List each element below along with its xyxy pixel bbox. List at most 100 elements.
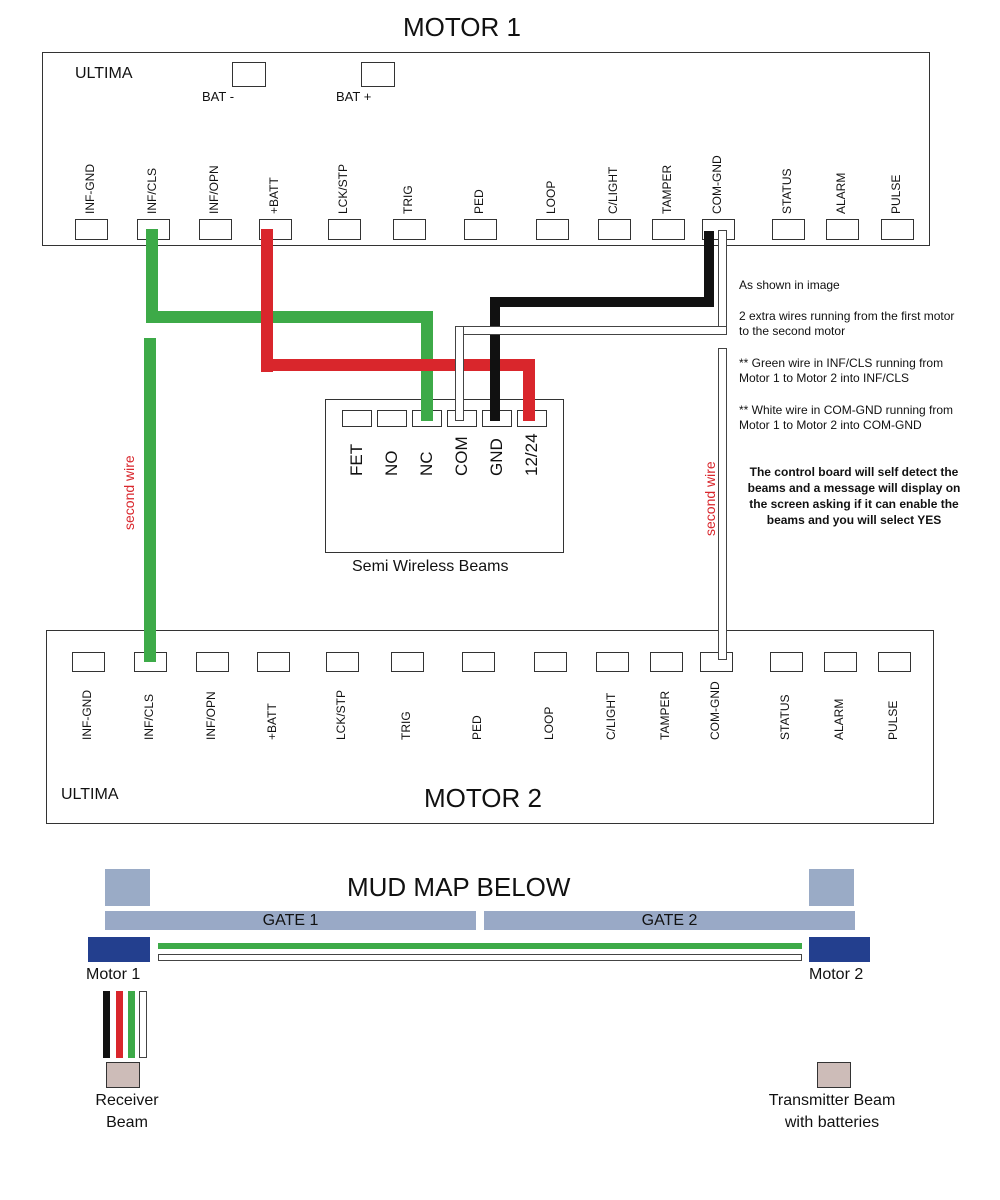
green-wire-horizontal bbox=[146, 311, 433, 323]
second-wire-label-left: second wire bbox=[121, 455, 137, 530]
mud-motor2-label: Motor 2 bbox=[809, 966, 864, 983]
red-wire-to-1224 bbox=[523, 359, 535, 421]
motor1-bat-neg-terminal bbox=[232, 62, 266, 87]
red-wire-horizontal bbox=[261, 359, 535, 371]
transmitter-beam-box bbox=[817, 1062, 851, 1088]
motor1-terminal-label-inf-cls: INF/CLS bbox=[145, 167, 159, 214]
beams-terminal-label-nc: NC bbox=[417, 451, 436, 476]
motor1-terminal-ped bbox=[464, 219, 497, 240]
beams-terminal-label-no: NO bbox=[382, 450, 401, 477]
motor2-terminal-label-loop: LOOP bbox=[542, 706, 556, 740]
beams-terminal-label-12-24: 12/24 bbox=[522, 433, 541, 476]
motor1-bat-pos-terminal bbox=[361, 62, 395, 87]
motor1-terminal-label-com-gnd: COM-GND bbox=[710, 155, 724, 214]
black-wire-m1-drop bbox=[704, 231, 714, 307]
motor2-terminal-alarm bbox=[824, 652, 857, 672]
motor2-terminal-com-gnd bbox=[700, 652, 733, 672]
mud-motor1-label: Motor 1 bbox=[86, 966, 141, 983]
black-wire-horizontal bbox=[490, 297, 714, 307]
note-as-shown: As shown in image bbox=[739, 278, 840, 292]
motor2-terminal-label-c-light: C/LIGHT bbox=[604, 692, 618, 740]
motor2-terminal-label-trig: TRIG bbox=[399, 711, 413, 740]
motor2-block bbox=[809, 937, 870, 962]
beams-terminal-label-com: COM bbox=[452, 436, 471, 476]
motor2-terminal-label-inf-gnd: INF-GND bbox=[80, 690, 94, 740]
motor1-block bbox=[88, 937, 150, 962]
motor1-terminal-label-ped: PED bbox=[472, 189, 486, 214]
receiver-cable-green bbox=[128, 991, 135, 1058]
gate-1: GATE 1 bbox=[105, 911, 476, 930]
motor2-terminal-lck-stp bbox=[326, 652, 359, 672]
motor2-terminal--batt bbox=[257, 652, 290, 672]
motor1-terminal-label-status: STATUS bbox=[780, 168, 794, 214]
motor1-terminal-label-inf-gnd: INF-GND bbox=[83, 164, 97, 214]
note-self-detect: The control board will self detect the b… bbox=[747, 465, 961, 527]
mud-white-cable bbox=[158, 954, 802, 961]
motor2-terminal-inf-gnd bbox=[72, 652, 105, 672]
motor2-terminal-inf-opn bbox=[196, 652, 229, 672]
beams-terminal-no bbox=[377, 410, 407, 427]
gate-post-right bbox=[809, 869, 854, 906]
motor1-terminal-trig bbox=[393, 219, 426, 240]
motor1-terminal-label-c-light: C/LIGHT bbox=[606, 166, 620, 214]
green-second-wire bbox=[144, 338, 156, 662]
motor1-terminal-loop bbox=[536, 219, 569, 240]
motor2-terminal-label--batt: +BATT bbox=[265, 703, 279, 740]
note-white-wire: ** White wire in COM-GND running from Mo… bbox=[739, 403, 954, 432]
motor1-terminal-alarm bbox=[826, 219, 859, 240]
motor2-terminal-label-tamper: TAMPER bbox=[658, 690, 672, 740]
motor1-terminal-label--batt: +BATT bbox=[267, 177, 281, 214]
gate-post-left bbox=[105, 869, 150, 906]
motor1-title: MOTOR 1 bbox=[403, 12, 521, 42]
mud-green-cable bbox=[158, 943, 802, 949]
motor2-terminal-label-lck-stp: LCK/STP bbox=[334, 689, 348, 740]
motor2-terminal-label-com-gnd: COM-GND bbox=[708, 681, 722, 740]
motor2-terminal-tamper bbox=[650, 652, 683, 672]
beams-terminal-label-fet: FET bbox=[347, 443, 366, 476]
motor2-brand: ULTIMA bbox=[61, 786, 119, 803]
motor2-terminal-label-status: STATUS bbox=[778, 694, 792, 740]
white-wire-to-com bbox=[455, 326, 464, 421]
motor2-terminal-label-inf-cls: INF/CLS bbox=[142, 693, 156, 740]
motor1-terminal-label-lck-stp: LCK/STP bbox=[336, 163, 350, 214]
motor2-terminal-ped bbox=[462, 652, 495, 672]
white-second-wire bbox=[718, 348, 727, 660]
white-wire-m1-drop bbox=[718, 230, 727, 333]
receiver-beam-box bbox=[106, 1062, 140, 1088]
motor1-bat-neg-label: BAT - bbox=[202, 89, 235, 104]
transmitter-beam-label: Transmitter Beam with batteries bbox=[768, 1092, 896, 1131]
mud-map-title: MUD MAP BELOW bbox=[347, 872, 571, 902]
motor1-terminal-lck-stp bbox=[328, 219, 361, 240]
motor1-board: ULTIMA bbox=[42, 52, 930, 246]
motor2-terminal-status bbox=[770, 652, 803, 672]
motor2-terminal-label-alarm: ALARM bbox=[832, 698, 846, 740]
motor1-terminal-status bbox=[772, 219, 805, 240]
receiver-beam-label: Receiver Beam bbox=[95, 1092, 159, 1131]
receiver-cable-red bbox=[116, 991, 123, 1058]
motor1-bat-pos-label: BAT + bbox=[336, 89, 372, 104]
motor2-terminal-c-light bbox=[596, 652, 629, 672]
note-extra-wires: 2 extra wires running from the first mot… bbox=[739, 309, 955, 338]
motor1-terminal-inf-opn bbox=[199, 219, 232, 240]
motor2-terminal-label-inf-opn: INF/OPN bbox=[204, 691, 218, 740]
white-wire-horizontal bbox=[455, 326, 727, 335]
motor2-terminal-loop bbox=[534, 652, 567, 672]
motor1-terminal-label-loop: LOOP bbox=[544, 180, 558, 214]
motor1-terminal-label-tamper: TAMPER bbox=[660, 164, 674, 214]
gate-2: GATE 2 bbox=[484, 911, 855, 930]
green-wire-m1-drop bbox=[146, 229, 158, 321]
motor1-terminal-label-inf-opn: INF/OPN bbox=[207, 165, 221, 214]
motor1-terminal-label-alarm: ALARM bbox=[834, 172, 848, 214]
motor1-terminal-pulse bbox=[881, 219, 914, 240]
motor1-terminal-c-light bbox=[598, 219, 631, 240]
motor2-terminal-pulse bbox=[878, 652, 911, 672]
black-wire-to-gnd bbox=[490, 297, 500, 421]
red-wire-m1-drop bbox=[261, 229, 273, 372]
motor1-terminal-tamper bbox=[652, 219, 685, 240]
beams-terminal-label-gnd: GND bbox=[487, 438, 506, 476]
beams-terminal-fet bbox=[342, 410, 372, 427]
motor1-terminal-inf-gnd bbox=[75, 219, 108, 240]
receiver-cable-white bbox=[139, 991, 147, 1058]
second-wire-label-right: second wire bbox=[702, 461, 718, 536]
